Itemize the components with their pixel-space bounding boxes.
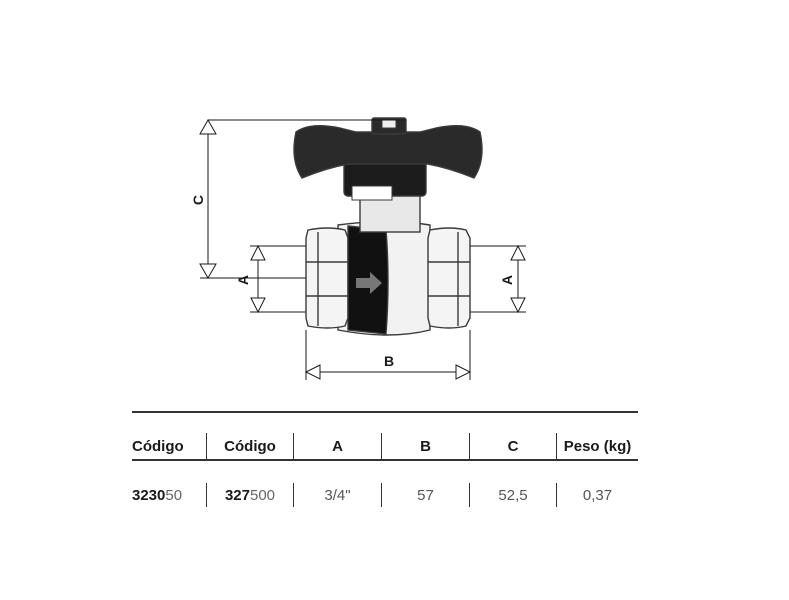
code1-light: 50	[165, 486, 183, 504]
dimension-b	[304, 330, 472, 380]
header-c: C	[469, 433, 556, 459]
dimension-b-label: B	[384, 353, 394, 369]
header-codigo-1: Código	[132, 437, 184, 455]
dimension-c	[199, 118, 406, 280]
dimension-a-right	[470, 244, 526, 314]
arrow-right-icon	[356, 272, 382, 294]
table-top-rule	[132, 411, 638, 413]
header-b: B	[381, 433, 469, 459]
header-codigo-2: Código	[206, 433, 293, 459]
header-a: A	[293, 433, 381, 459]
cell-peso: 0,37	[556, 483, 638, 507]
cell-b: 57	[381, 483, 469, 507]
ball-valve-diagram: C A A B	[190, 117, 526, 380]
butterfly-handle	[293, 125, 483, 179]
header-peso: Peso (kg)	[556, 433, 638, 459]
code2-light: 500	[250, 486, 276, 504]
code2-bold: 327	[224, 486, 250, 504]
dimension-a-left	[250, 244, 306, 314]
valve-drawing	[293, 117, 483, 336]
table-header-rule	[132, 459, 638, 461]
code1-bold: 3230	[132, 486, 166, 504]
dimension-a-left-label: A	[235, 275, 251, 285]
dimension-c-label: C	[190, 195, 206, 205]
table-header-row: Código Código A B C Peso (kg)	[132, 433, 638, 459]
cell-a: 3/4"	[293, 483, 381, 507]
cell-c: 52,5	[469, 483, 556, 507]
dimension-a-right-label: A	[499, 275, 515, 285]
